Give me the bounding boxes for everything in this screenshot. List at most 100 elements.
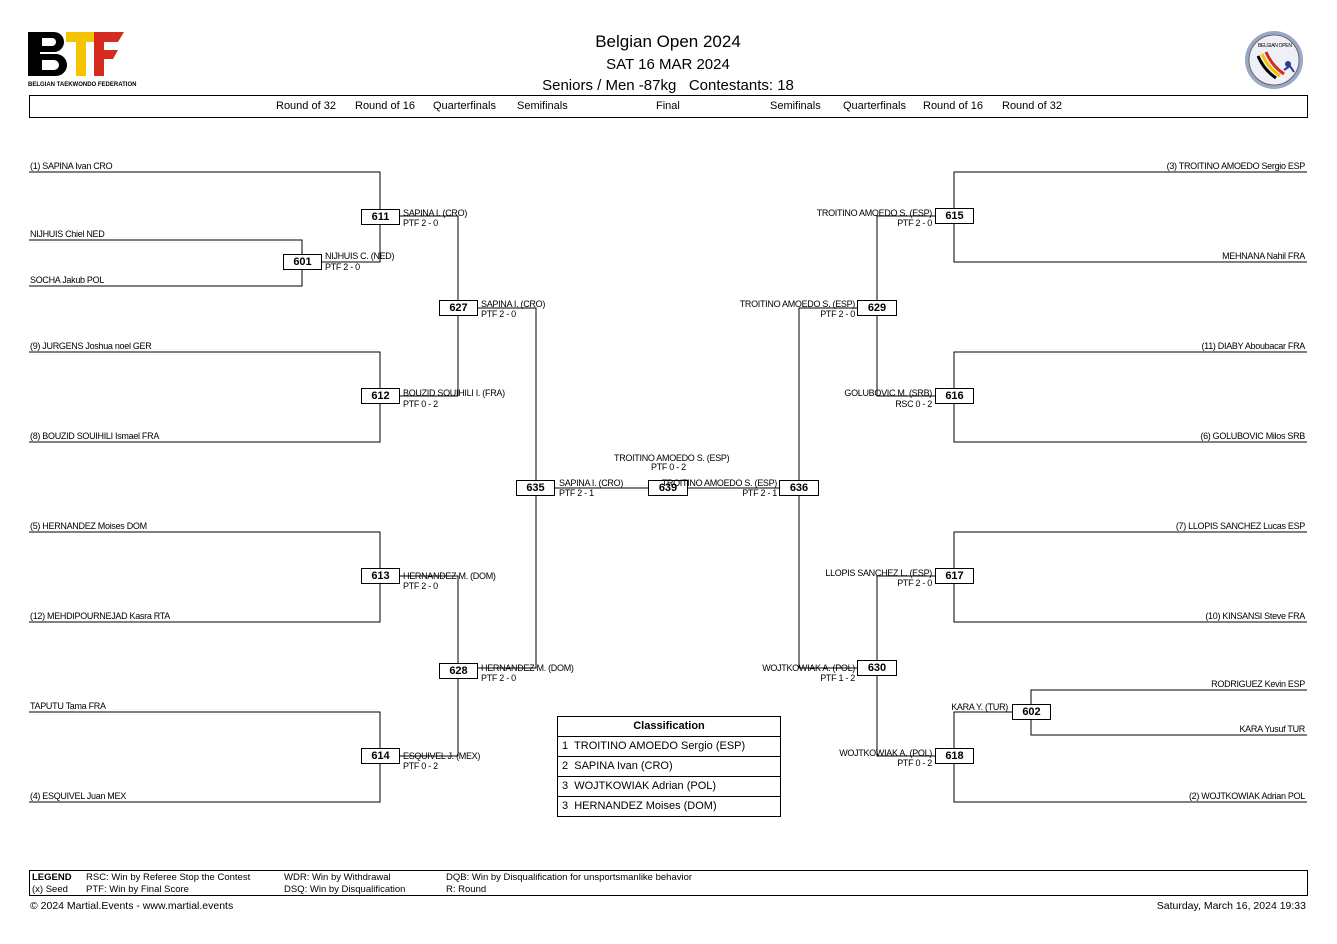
legend-seed: (x) Seed: [32, 884, 68, 895]
round-label-right-r16: Round of 16: [923, 100, 983, 112]
competitor-kara-yusuf: KARA Yusuf TUR: [1239, 724, 1305, 734]
match-601-winner: NIJHUIS C. (NED): [325, 251, 395, 261]
match-box-617[interactable]: 617: [935, 568, 974, 584]
match-618-winner: WOJTKOWIAK A. (POL): [839, 748, 932, 758]
match-613-score: PTF 2 - 0: [403, 581, 438, 591]
competitor-hernandez: (5) HERNANDEZ Moises DOM: [30, 521, 147, 531]
competitor-esquivel: (4) ESQUIVEL Juan MEX: [30, 791, 126, 801]
match-611-winner: SAPINA I. (CRO): [403, 208, 468, 218]
match-box-613[interactable]: 613: [361, 568, 400, 584]
match-630-winner: WOJTKOWIAK A. (POL): [762, 663, 855, 673]
classification-table: Classification 1 TROITINO AMOEDO Sergio …: [557, 716, 781, 817]
legend-dqb: DQB: Win by Disqualification for unsport…: [446, 872, 693, 883]
round-label-left-r16: Round of 16: [355, 100, 415, 112]
match-box-618[interactable]: 618: [935, 748, 974, 764]
match-613-winner: HERNANDEZ M. (DOM): [403, 571, 496, 581]
match-box-602[interactable]: 602: [1012, 704, 1051, 720]
competitor-nijhuis: NIJHUIS Chiel NED: [30, 229, 105, 239]
match-630-score: PTF 1 - 2: [820, 673, 855, 683]
match-617-winner: LLOPIS SANCHEZ L. (ESP): [825, 568, 932, 578]
round-label-left-sf: Semifinals: [517, 100, 568, 112]
legend-round: R: Round: [446, 884, 487, 895]
match-box-639[interactable]: 639: [648, 480, 688, 496]
match-box-614[interactable]: 614: [361, 748, 400, 764]
match-box-629[interactable]: 629: [857, 300, 897, 316]
competitor-sapina: (1) SAPINA Ivan CRO: [30, 161, 113, 171]
match-box-627[interactable]: 627: [439, 300, 478, 316]
match-635-winner: SAPINA I. (CRO): [559, 478, 624, 488]
competitor-diaby: (11) DIABY Aboubacar FRA: [1201, 341, 1305, 351]
round-label-left-qf: Quarterfinals: [433, 100, 496, 112]
match-612-winner: BOUZID SOUIHILI I. (FRA): [403, 388, 505, 398]
competitor-mehnana: MEHNANA Nahil FRA: [1222, 251, 1305, 261]
belgian-open-logo-text: BELGIAN OPEN: [1258, 43, 1292, 49]
match-629-winner: TROITINO AMOEDO S. (ESP): [739, 299, 856, 309]
legend-label: LEGEND: [32, 872, 72, 883]
match-614-winner: ESQUIVEL J. (MEX): [403, 751, 481, 761]
match-box-636[interactable]: 636: [779, 480, 819, 496]
match-636-score: PTF 2 - 1: [742, 488, 777, 498]
belgian-open-logo: BELGIAN OPEN: [1244, 30, 1306, 90]
match-635-score: PTF 2 - 1: [559, 488, 594, 498]
competitor-rodriguez: RODRIGUEZ Kevin ESP: [1211, 679, 1305, 689]
match-618-score: PTF 0 - 2: [897, 758, 932, 768]
match-616-score: RSC 0 - 2: [895, 399, 932, 409]
final-winner: TROITINO AMOEDO S. (ESP): [614, 453, 730, 463]
match-636-winner: TROITINO AMOEDO S. (ESP): [661, 478, 778, 488]
classification-row-1: 1 TROITINO AMOEDO Sergio (ESP): [558, 737, 780, 757]
match-box-628[interactable]: 628: [439, 663, 478, 679]
match-box-630[interactable]: 630: [857, 660, 897, 676]
match-617-score: PTF 2 - 0: [897, 578, 932, 588]
match-612-score: PTF 0 - 2: [403, 399, 438, 409]
federation-logo: BELGIAN TAEKWONDO FEDERATION: [28, 30, 136, 90]
legend-rsc: RSC: Win by Referee Stop the Contest: [86, 872, 251, 883]
legend-box: LEGEND (x) Seed RSC: Win by Referee Stop…: [29, 870, 1308, 896]
rounds-bar: Round of 32 Round of 16 Quarterfinals Se…: [29, 95, 1308, 118]
competitor-llopis: (7) LLOPIS SANCHEZ Lucas ESP: [1175, 521, 1305, 531]
match-601-score: PTF 2 - 0: [325, 262, 360, 272]
classification-title: Classification: [558, 717, 780, 737]
match-611-score: PTF 2 - 0: [403, 218, 438, 228]
match-627-score: PTF 2 - 0: [481, 309, 516, 319]
competitor-taputu: TAPUTU Tama FRA: [30, 701, 106, 711]
event-category: Seniors / Men -87kg Contestants: 18: [542, 77, 794, 94]
belgian-open-emblem-icon: [1245, 31, 1303, 89]
match-614-score: PTF 0 - 2: [403, 761, 438, 771]
btf-logo-icon: [28, 32, 124, 76]
match-box-616[interactable]: 616: [935, 388, 974, 404]
classification-row-3a: 3 WOJTKOWIAK Adrian (POL): [558, 777, 780, 797]
match-box-615[interactable]: 615: [935, 208, 974, 224]
round-label-right-sf: Semifinals: [770, 100, 821, 112]
match-box-601[interactable]: 601: [283, 254, 322, 270]
match-615-score: PTF 2 - 0: [897, 218, 932, 228]
match-627-winner: SAPINA I. (CRO): [481, 299, 546, 309]
match-602-winner: KARA Y. (TUR): [951, 702, 1008, 712]
match-628-score: PTF 2 - 0: [481, 673, 516, 683]
competitor-jurgens: (9) JURGENS Joshua noel GER: [30, 341, 152, 351]
classification-row-3b: 3 HERNANDEZ Moises (DOM): [558, 797, 780, 817]
match-box-612[interactable]: 612: [361, 388, 400, 404]
competitor-socha: SOCHA Jakub POL: [30, 275, 105, 285]
federation-name: BELGIAN TAEKWONDO FEDERATION: [28, 82, 137, 88]
event-title: Belgian Open 2024: [595, 32, 741, 51]
match-616-winner: GOLUBOVIC M. (SRB): [844, 388, 932, 398]
final-score: PTF 0 - 2: [651, 462, 686, 472]
classification-row-2: 2 SAPINA Ivan (CRO): [558, 757, 780, 777]
round-label-right-r32: Round of 32: [1002, 100, 1062, 112]
legend-wdr: WDR: Win by Withdrawal: [284, 872, 391, 883]
competitor-mehdipournejad: (12) MEHDIPOURNEJAD Kasra RTA: [30, 611, 170, 621]
match-615-winner: TROITINO AMOEDO S. (ESP): [816, 208, 933, 218]
competitor-kinsansi: (10) KINSANSI Steve FRA: [1205, 611, 1305, 621]
competitor-bouzid: (8) BOUZID SOUIHILI Ismael FRA: [30, 431, 160, 441]
competitor-troitino: (3) TROITINO AMOEDO Sergio ESP: [1166, 161, 1306, 171]
legend-dsq: DSQ: Win by Disqualification: [284, 884, 406, 895]
round-label-right-qf: Quarterfinals: [843, 100, 906, 112]
footer-timestamp: Saturday, March 16, 2024 19:33: [1156, 900, 1306, 912]
event-date: SAT 16 MAR 2024: [606, 56, 730, 73]
competitor-golubovic: (6) GOLUBOVIC Milos SRB: [1200, 431, 1305, 441]
match-box-635[interactable]: 635: [516, 480, 555, 496]
match-628-winner: HERNANDEZ M. (DOM): [481, 663, 574, 673]
legend-ptf: PTF: Win by Final Score: [86, 884, 189, 895]
round-label-left-r32: Round of 32: [276, 100, 336, 112]
match-box-611[interactable]: 611: [361, 209, 400, 225]
